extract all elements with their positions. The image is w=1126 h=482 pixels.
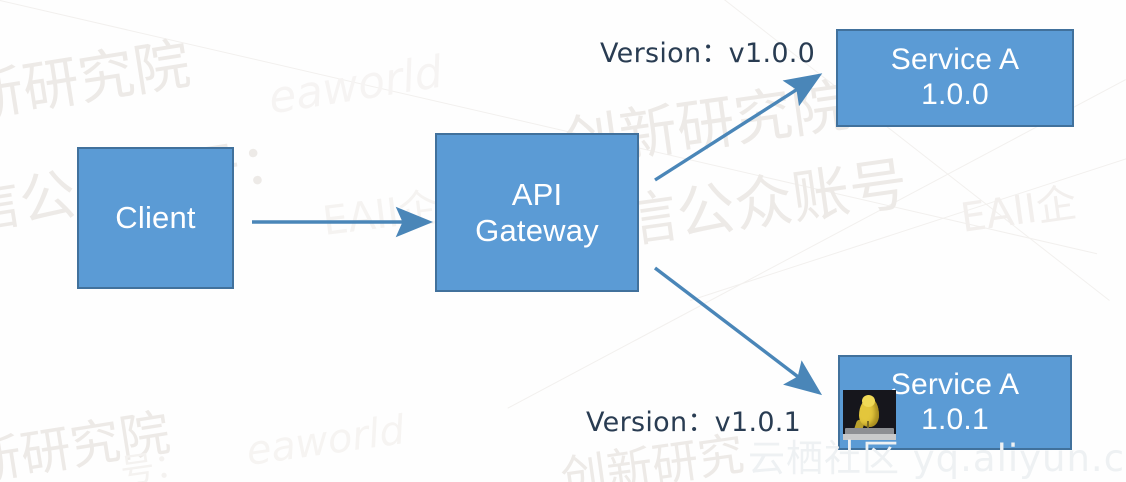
caption-version-bottom: Version：v1.0.1 xyxy=(586,407,802,438)
node-api-gateway-label-line1: API xyxy=(511,176,563,212)
node-client-label: Client xyxy=(115,200,196,236)
bird-legs xyxy=(867,421,869,429)
caption-version-top: Version：v1.0.0 xyxy=(600,38,816,69)
canary-photo-thumbnail xyxy=(843,390,896,440)
node-service-a-1-0-1-label-line1: Service A xyxy=(890,367,1020,401)
edge-gateway-to-service-a-100 xyxy=(654,73,823,182)
bird-perch-base xyxy=(843,434,896,440)
watermark-text: 新研究院 xyxy=(0,31,195,132)
watermark-text: eaworld xyxy=(243,407,408,475)
watermark-text: 号： xyxy=(118,443,191,482)
watermark-text: 新研究院 xyxy=(0,403,174,482)
node-api-gateway: API Gateway xyxy=(435,133,639,292)
watermark-text: eaworld xyxy=(265,46,447,125)
bird-head xyxy=(862,395,875,407)
node-service-a-1-0-0: Service A 1.0.0 xyxy=(836,29,1074,127)
node-service-a-1-0-0-label-line2: 1.0.0 xyxy=(921,78,989,111)
watermark-text: EAII企 xyxy=(320,185,442,245)
node-service-a-1-0-0-label-line1: Service A xyxy=(890,43,1020,77)
edge-gateway-to-service-a-101 xyxy=(653,266,823,396)
bird-perch xyxy=(845,428,894,435)
background-line xyxy=(690,157,1126,301)
watermark-text: EAII企 xyxy=(957,180,1080,242)
node-service-a-1-0-1-label-line2: 1.0.1 xyxy=(921,402,989,436)
node-client: Client xyxy=(77,147,234,289)
node-api-gateway-label-line2: Gateway xyxy=(475,212,599,248)
